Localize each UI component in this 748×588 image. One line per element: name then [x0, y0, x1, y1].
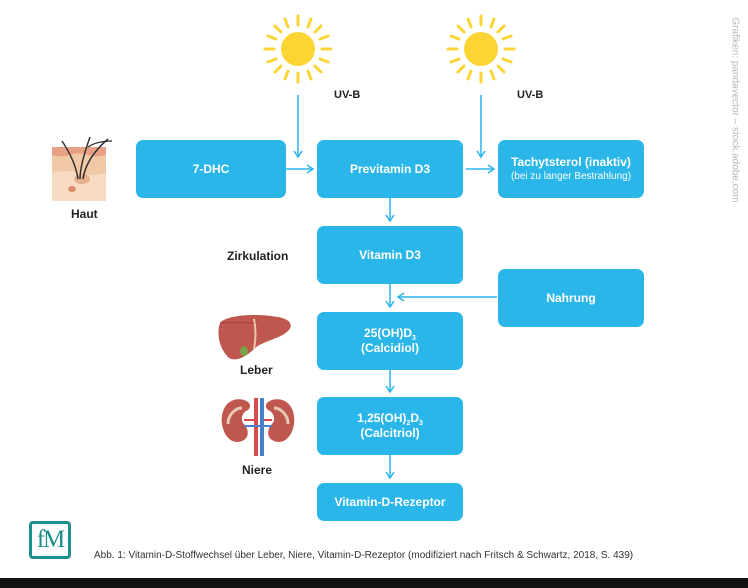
niere-label: Niere [242, 463, 273, 477]
calcidiol-formula-sub: 3 [412, 335, 416, 342]
uvb-label-right: UV-B [517, 89, 544, 101]
node-vitamin-d3-text: Vitamin D3 [359, 247, 421, 262]
node-tachysterol-title: Tachytsterol (inaktiv) [511, 155, 631, 169]
node-rezeptor-text: Vitamin-D-Rezeptor [334, 494, 446, 509]
kidney-icon [221, 398, 295, 456]
node-tachysterol: Tachytsterol (inaktiv) (bei zu langer Be… [498, 140, 644, 198]
node-calcitriol-name: (Calcitriol) [360, 426, 420, 440]
sun-icon [446, 14, 516, 84]
liver-icon [218, 315, 291, 360]
bottom-bar [0, 578, 748, 588]
node-vitamin-d-rezeptor: Vitamin-D-Rezeptor [317, 483, 463, 521]
node-vitamin-d3: Vitamin D3 [317, 226, 463, 284]
uvb-label-left: UV-B [334, 89, 361, 101]
sun-icon [263, 14, 333, 84]
node-7dhc-text: 7-DHC [192, 161, 230, 176]
calcitriol-formula-a: 1,25(OH) [357, 411, 407, 425]
calcitriol-formula-b: D [410, 411, 420, 425]
node-tachysterol-subtitle: (bei zu langer Bestrahlung) [510, 171, 632, 182]
node-calcitriol: 1,25(OH)2D3 (Calcitriol) [317, 397, 463, 455]
node-calcidiol-formula: 25(OH)D3 [364, 326, 416, 342]
fm-logo: fM [29, 521, 71, 559]
haut-label: Haut [71, 207, 98, 221]
node-7dhc: 7-DHC [136, 140, 286, 198]
node-calcidiol-name: (Calcidiol) [360, 341, 419, 355]
leber-label: Leber [240, 363, 273, 377]
node-previtamin-d3: Previtamin D3 [317, 140, 463, 198]
skin-icon [52, 136, 113, 201]
image-credit: Grafiken: pandavector – stock.adobe.com [729, 17, 741, 203]
calcitriol-formula-sub1: 2 [406, 420, 411, 427]
node-calcidiol: 25(OH)D3 (Calcidiol) [317, 312, 463, 370]
node-previtamin-text: Previtamin D3 [349, 161, 431, 176]
calcitriol-formula-sub2: 3 [419, 420, 423, 427]
node-calcitriol-formula: 1,25(OH)2D3 [357, 411, 423, 427]
figure-caption: Abb. 1: Vitamin-D-Stoffwechsel über Lebe… [94, 550, 634, 561]
node-nahrung: Nahrung [498, 269, 644, 327]
calcidiol-formula-main: 25(OH)D [364, 326, 413, 340]
node-nahrung-text: Nahrung [546, 290, 596, 305]
zirkulation-label: Zirkulation [227, 249, 289, 263]
